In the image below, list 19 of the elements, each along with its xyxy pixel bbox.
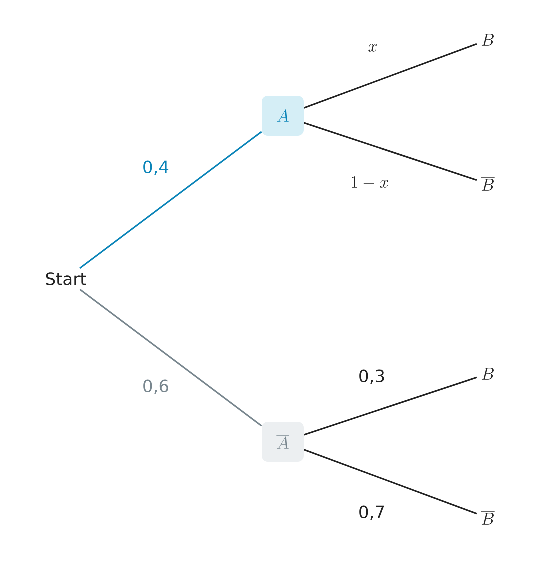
branch-line	[304, 376, 478, 436]
edge-label: 0,4	[144, 160, 169, 176]
node-box: $A$	[262, 96, 304, 136]
branch-line	[304, 449, 478, 515]
edge-label: $1-x$	[352, 176, 389, 188]
edge-label: 0,6	[144, 380, 168, 394]
node-label: Start	[46, 272, 86, 286]
edge-label: $x$	[368, 44, 378, 52]
node-label: $B$	[482, 368, 494, 380]
node-label: $\overline{B}$	[481, 178, 495, 191]
branch-line	[304, 43, 478, 109]
branch-line	[80, 131, 262, 270]
node-box: $\overline{A}$	[262, 422, 304, 462]
edge-label: 0,7	[360, 506, 384, 520]
edge-label: 0,3	[360, 370, 384, 384]
branch-line	[304, 122, 478, 182]
branch-line	[80, 288, 262, 427]
node-label: $B$	[482, 34, 494, 46]
node-label: $\overline{B}$	[481, 512, 495, 525]
